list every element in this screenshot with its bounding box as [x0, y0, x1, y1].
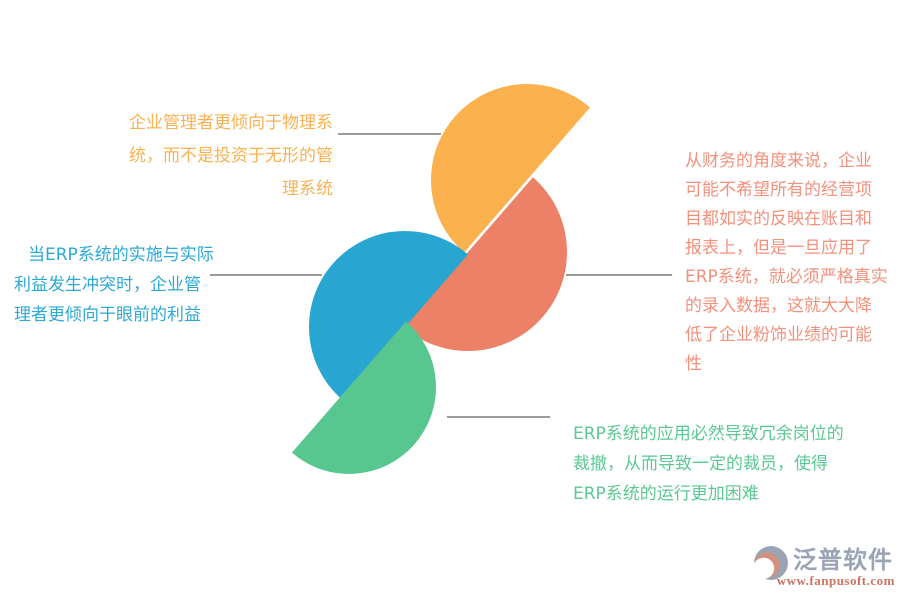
annotation-line: 利益发生冲突时，企业管 [14, 275, 201, 295]
annotation-line: ERP系统，就必须严格真实 [685, 267, 888, 287]
annotation-top-left: 企业管理者更倾向于物理系 统，而不是投资于无形的管 理系统 [108, 107, 333, 206]
annotation-line: 理者更倾向于眼前的利益 [14, 305, 201, 325]
disc-orange [431, 84, 590, 253]
annotation-line: 目都如实的反映在账目和 [685, 209, 872, 229]
annotation-line: 当ERP系统的实施与实际 [28, 245, 214, 265]
logo-website-url: www.fanpusoft.com [776, 573, 895, 588]
annotation-line: 从财务的角度来说，企业 [685, 151, 872, 171]
annotation-line: 低了企业粉饰业绩的可能 [685, 325, 872, 345]
fanpu-logo: 泛普软件 www.fanpusoft.com [743, 544, 895, 594]
fanpu-logo-icon [753, 546, 788, 580]
annotation-line: 统，而不是投资于无形的管 [129, 146, 333, 166]
annotation-line: 裁撤，从而导致一定的裁员，使得 [573, 454, 828, 474]
annotation-line: 企业管理者更倾向于物理系 [129, 113, 333, 133]
annotation-left: 当ERP系统的实施与实际 利益发生冲突时，企业管 理者更倾向于眼前的利益 [14, 240, 214, 330]
annotation-line: ERP系统的应用必然导致冗余岗位的 [573, 424, 844, 444]
annotation-line: 可能不希望所有的经营项 [685, 180, 872, 200]
annotation-line: 报表上，但是一旦应用了 [685, 238, 872, 258]
annotation-line: ERP系统的运行更加困难 [573, 484, 759, 504]
annotation-right: 从财务的角度来说，企业 可能不希望所有的经营项 目都如实的反映在账目和 报表上，… [685, 147, 888, 379]
annotation-bottom: ERP系统的应用必然导致冗余岗位的 裁撤，从而导致一定的裁员，使得 ERP系统的… [573, 419, 844, 509]
disc-salmon [403, 177, 567, 351]
logo-company-name: 泛普软件 [793, 546, 893, 574]
disc-blue [309, 231, 468, 400]
annotation-line: 理系统 [282, 179, 333, 199]
disc-green [291, 321, 436, 474]
annotation-line: 的录入数据，这就大大降 [685, 296, 872, 316]
annotation-line: 性 [685, 354, 702, 374]
